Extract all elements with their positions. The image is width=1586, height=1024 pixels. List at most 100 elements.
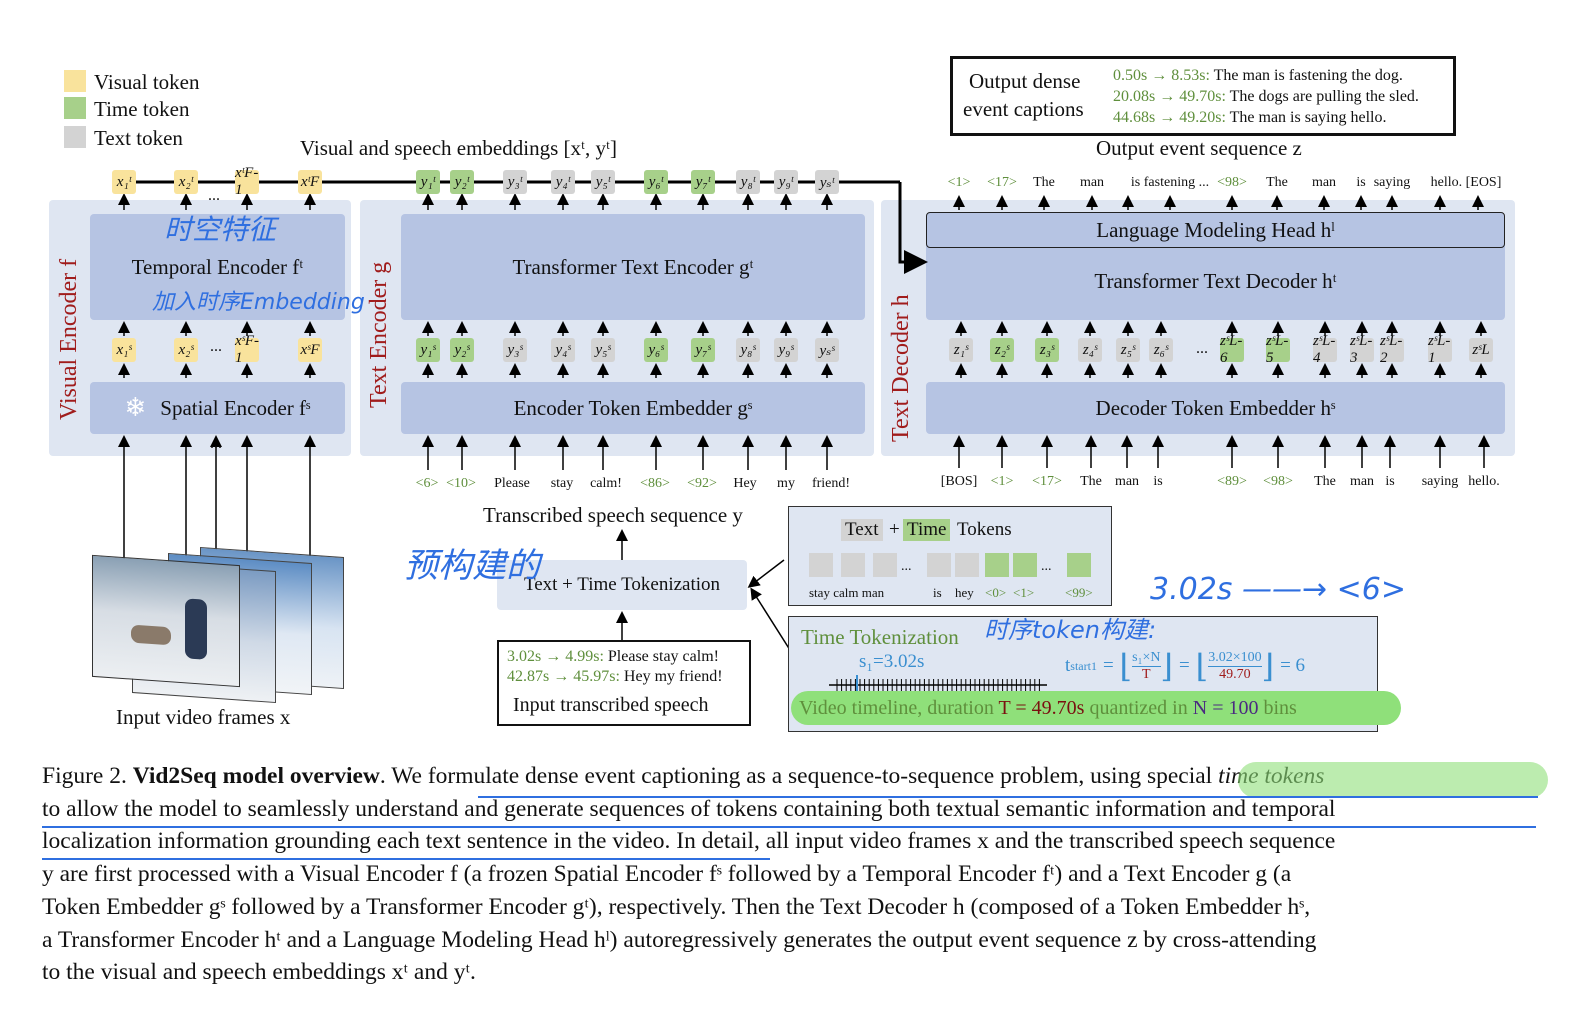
decoder-token: zˢL-3 [1350, 333, 1374, 366]
token-label: <99> [1065, 585, 1093, 600]
input-speech-title: Input transcribed speech [513, 694, 709, 716]
formula-result: = 6 [1280, 655, 1306, 676]
token-label: hey [955, 585, 974, 600]
temporal-encoder-block: Temporal Encoder fᵗ [90, 214, 345, 320]
frac2-num: 3.02×100 [1208, 649, 1262, 667]
text-token-swatch [64, 126, 86, 148]
video-frame-front [92, 554, 240, 688]
encoder-input-label: my [777, 476, 795, 491]
handwritten-time-token-build: 时序token构建: [984, 616, 1157, 644]
decoder-token: z₅ˢ [1116, 338, 1140, 362]
decoder-input-label: <17> [1032, 474, 1062, 489]
formula-lhs: t [1065, 655, 1071, 676]
token-dots: ... [901, 559, 912, 574]
encoder-input-label: stay [550, 476, 574, 491]
caption-title: Vid2Seq model overview [132, 763, 380, 789]
decoder-token: zˢL-4 [1313, 333, 1337, 366]
tokens-box-time-tag: Time [903, 519, 951, 541]
caption-highlight [1238, 762, 1548, 798]
visual-token: xˢF [298, 338, 322, 362]
encoder-input-label: Please [494, 476, 530, 491]
output-captions-title-2: event captions [963, 97, 1084, 121]
bracket-right: ⌋ [1261, 648, 1275, 684]
tokens-box: Text + Time Tokens ... ... stay calm man… [788, 506, 1112, 606]
time-tokenization-box: Time Tokenization s₁=3.02s t start1 = ⌊ … [788, 616, 1401, 732]
decoder-output-label: The [1266, 175, 1288, 190]
decoder-token: zˢL-2 [1380, 333, 1404, 366]
caption-times: 0.50s → 8.53s: [1113, 67, 1210, 84]
speech-token: y₅ˢ [591, 338, 615, 362]
handwritten-prebuilt: 预构建的 [404, 546, 540, 586]
formula-eq: = [1178, 655, 1190, 676]
token-chip [927, 553, 951, 577]
visual-token: xᵗF-1 [235, 165, 259, 198]
visual-token: xᵗF [298, 170, 322, 194]
output-sequence-label: Output event sequence z [1096, 136, 1302, 160]
encoder-input-label: <10> [446, 476, 476, 491]
time-tokenization-title: Time Tokenization [801, 625, 959, 649]
handwritten-temporal-embedding: 加入时序Embedding [152, 290, 365, 315]
caption-line: to the visual and speech embeddings xᵗ a… [42, 959, 476, 986]
decoder-token-embedder-block: Decoder Token Embedder hˢ [926, 382, 1505, 434]
token-chip [1013, 553, 1037, 577]
decoder-ellipsis: ... [1196, 340, 1208, 357]
visual-ellipsis-mid: ... [210, 338, 222, 355]
decoder-token: z₂ˢ [990, 338, 1014, 362]
caption-line: localization information grounding each … [42, 828, 1336, 855]
caption-underline [42, 826, 1536, 828]
caption-line: Token Embedder gˢ followed by a Transfor… [42, 893, 1311, 920]
decoder-token: zˢL-5 [1266, 333, 1290, 366]
decoder-token: zˢL-6 [1220, 333, 1244, 366]
speech-token: yₛˢ [815, 338, 839, 362]
spatial-encoder-label: Spatial Encoder fˢ [160, 395, 311, 420]
decoder-output-label: saying [1373, 175, 1411, 190]
caption-underline [42, 858, 770, 860]
input-speech-row: 3.02s → 4.99s: Please stay calm! [507, 648, 719, 666]
input-frames-label: Input video frames x [116, 705, 291, 729]
token-label: stay calm man [809, 585, 885, 600]
speech-token: y₆ᵗ [644, 170, 668, 194]
decoder-output-label: man [1079, 175, 1105, 190]
transcribed-label: Transcribed speech sequence y [483, 503, 743, 527]
spatial-encoder-block: ❄ Spatial Encoder fˢ [90, 382, 345, 434]
frac2: 3.02×100 49.70 [1208, 649, 1262, 683]
decoder-output-label: is [1356, 175, 1366, 190]
caption-underline [478, 796, 1538, 798]
speech-times: 3.02s → 4.99s: [507, 648, 604, 665]
decoder-output-label: hello. [EOS] [1430, 175, 1502, 190]
speech-token: y₆ˢ [644, 338, 668, 362]
encoder-input-label: friend! [811, 476, 851, 491]
encoder-input-label: <92> [687, 476, 717, 491]
timeline-quantized: quantized in [1089, 697, 1188, 719]
speech-token: y₉ᵗ [774, 170, 798, 194]
formula-sub: start1 [1070, 658, 1097, 673]
output-caption-row: 20.08s → 49.70s: The dogs are pulling th… [1113, 88, 1419, 106]
token-chip [841, 553, 865, 577]
timeline-bins: bins [1263, 697, 1297, 719]
output-caption-row: 44.68s → 49.20s: The man is saying hello… [1113, 109, 1386, 127]
caption-text: The man is saying hello. [1229, 109, 1387, 126]
bracket-left: ⌊ [1119, 648, 1133, 684]
visual-ellipsis-top: ... [208, 187, 220, 204]
transformer-text-encoder-block: Transformer Text Encoder gᵗ [401, 214, 865, 320]
visual-token: x₁ˢ [112, 338, 136, 362]
speech-token: y₄ᵗ [551, 170, 575, 194]
timeline-T: T = 49.70s [998, 697, 1085, 719]
decoder-input-label: [BOS] [940, 474, 978, 489]
visual-ellipsis-bottom: ... [210, 435, 222, 452]
caption-line: y are first processed with a Visual Enco… [42, 861, 1292, 888]
decoder-input-label: is [1153, 474, 1163, 489]
frac1: s₁×N T [1132, 650, 1161, 683]
timeline-highlight [791, 691, 1401, 725]
decoder-input-label: The [1314, 474, 1336, 489]
bracket-right: ⌋ [1160, 648, 1173, 684]
caption-figure-label: Figure 2. [42, 763, 133, 789]
decoder-output-label: is fastening ... [1130, 175, 1210, 190]
timeline-N: N = 100 [1192, 697, 1259, 719]
time-token-swatch [64, 97, 86, 119]
speech-token: y₁ˢ [416, 338, 440, 362]
caption-times: 20.08s → 49.70s: [1113, 88, 1226, 105]
speech-token: y₇ˢ [691, 338, 715, 362]
dog-figure [131, 624, 171, 646]
decoder-input-label: hello. [1468, 474, 1500, 489]
